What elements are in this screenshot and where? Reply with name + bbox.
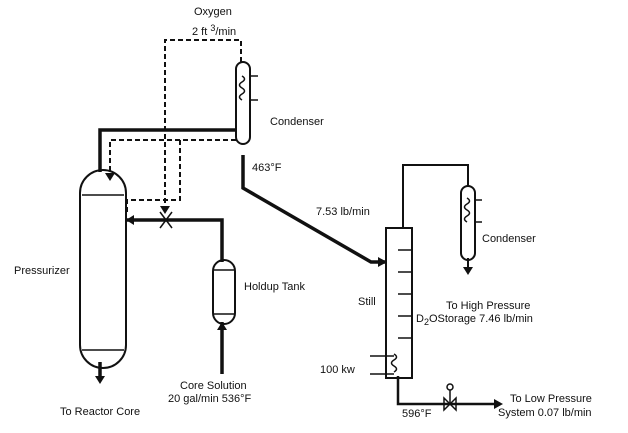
heater-leads: [370, 355, 394, 375]
d2o-d: D: [416, 313, 424, 325]
arrow-storage-down: [463, 267, 473, 275]
to-reactor-core-label: To Reactor Core: [60, 406, 141, 418]
oxygen-rate-label: 2 ft 3/min: [192, 22, 236, 39]
oxygen-rate-value: 2 ft: [192, 26, 208, 38]
pressurizer-label: Pressurizer: [14, 265, 70, 277]
holdup-tank-body: [212, 259, 236, 325]
holdup-to-pressurizer-line: [127, 218, 224, 262]
arrow-vent-down: [105, 173, 115, 181]
oxygen-rate-exponent: 3: [210, 23, 216, 33]
to-low-pressure-label: To Low Pressure: [510, 393, 592, 405]
still-bottom-line: [396, 376, 495, 406]
right-condenser-coil-leads: [475, 199, 482, 223]
core-solution-label: Core Solution: [180, 380, 247, 392]
d2o-subscript: 2: [423, 317, 429, 327]
power-100kw-label: 100 kw: [320, 364, 355, 376]
core-flow-label: 20 gal/min 536°F: [168, 393, 252, 405]
arrow-into-still: [378, 257, 387, 267]
still-label: Still: [358, 296, 376, 308]
vent-dashed-line-2: [126, 140, 181, 212]
temp-463-label: 463°F: [252, 162, 282, 174]
arrow-oxygen-down: [160, 206, 170, 214]
low-pressure-rate-label: System 0.07 lb/min: [498, 407, 592, 419]
right-condenser-label: Condenser: [482, 233, 536, 245]
vent-dashed-line: [109, 139, 236, 175]
top-condenser-coil-leads: [250, 75, 258, 101]
arrow-low-pressure: [494, 399, 503, 409]
d2o-rest: OStorage 7.46 lb/min: [428, 313, 533, 325]
arrow-reactor-down: [95, 376, 105, 384]
to-high-pressure-label: To High Pressure: [446, 300, 531, 312]
pressurizer-to-condenser-line: [98, 128, 236, 172]
top-condenser-label: Condenser: [270, 116, 324, 128]
holdup-tank-dividers: [214, 269, 234, 315]
top-condenser-coil: [238, 75, 246, 101]
valve-handle: [446, 383, 454, 391]
arrow-core-up: [217, 322, 227, 330]
right-condenser-body: [460, 185, 476, 261]
oxygen-rate-unit: /min: [215, 26, 237, 38]
still-heater: [390, 353, 398, 373]
holdup-tank-label: Holdup Tank: [244, 281, 305, 293]
arrow-return-left: [126, 215, 134, 225]
still-body: [385, 227, 413, 379]
flow-753-label: 7.53 lb/min: [316, 206, 370, 218]
oxygen-label: Oxygen: [194, 6, 232, 18]
oxygen-dashed-line: [164, 39, 242, 210]
d2o-storage-label: D2OStorage 7.46 lb/min: [416, 313, 533, 329]
top-condenser-body: [235, 61, 251, 145]
temp-596-label: 596°F: [402, 408, 432, 420]
still-to-condenser-line: [402, 164, 469, 228]
pressurizer-body: [79, 169, 127, 369]
still-trays: [398, 249, 412, 339]
valve: [443, 396, 457, 412]
pressurizer-dividers: [82, 194, 124, 351]
junction-cross: [159, 211, 173, 229]
right-condenser-coil: [463, 197, 471, 223]
